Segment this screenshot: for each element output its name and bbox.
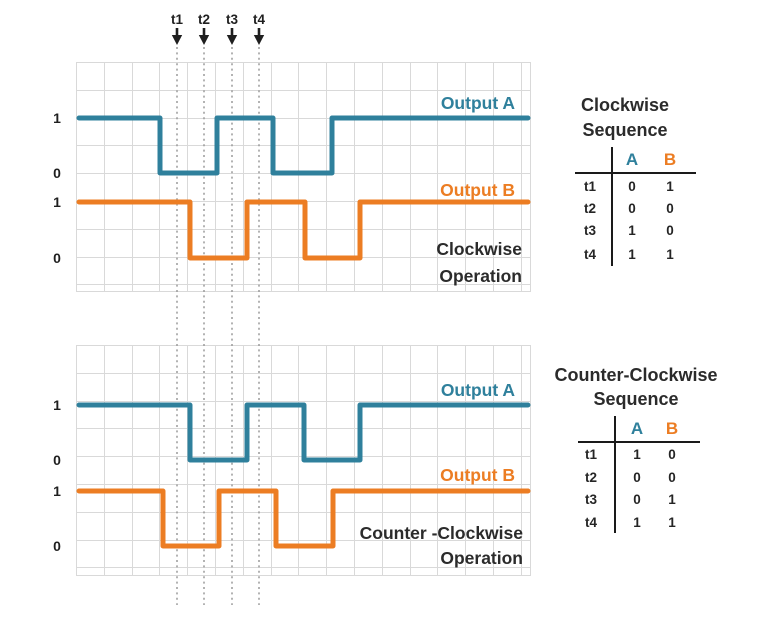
marker-label-t4: t4 bbox=[253, 12, 265, 27]
clockwise-table-header-b: B bbox=[663, 150, 677, 169]
clockwise-table-cell-t2-a: 0 bbox=[628, 201, 636, 216]
level-label-0: 0 bbox=[53, 250, 61, 266]
chart-title-counter-clockwise-line1: Counter -Clockwise bbox=[360, 523, 524, 543]
series-label-output-a-top: Output A bbox=[441, 93, 516, 113]
counter-clockwise-table-row-label-t4: t4 bbox=[584, 515, 598, 530]
marker-arrowhead-t3 bbox=[226, 35, 238, 45]
counter-clockwise-sequence-title: Counter-Clockwise Sequence bbox=[546, 363, 726, 411]
series-label-output-b-bottom: Output B bbox=[440, 465, 515, 485]
table-title-line: Clockwise bbox=[580, 95, 670, 115]
waveform-output-b-top bbox=[76, 199, 531, 261]
clockwise-table-cell-t4-b: 1 bbox=[666, 247, 674, 262]
counter-clockwise-table-cell-t3-b: 1 bbox=[668, 492, 676, 507]
counter-clockwise-table-cell-t1-a: 1 bbox=[633, 447, 641, 462]
chart-title-clockwise-line2: Operation bbox=[439, 266, 522, 286]
clockwise-table-header-a: A bbox=[625, 150, 639, 169]
table-title-line: Counter-Clockwise bbox=[554, 365, 718, 385]
waveform-output-b-bottom bbox=[76, 488, 531, 549]
clockwise-table-cell-t4-a: 1 bbox=[628, 247, 636, 262]
waveform-output-a-top bbox=[76, 115, 531, 176]
counter-clockwise-table-row-label-t2: t2 bbox=[584, 470, 598, 485]
level-label-0: 0 bbox=[53, 452, 61, 468]
clockwise-table-cell-t1-b: 1 bbox=[666, 179, 674, 194]
clockwise-sequence-title: Clockwise Sequence bbox=[545, 93, 705, 143]
clockwise-table-vertical-rule bbox=[611, 147, 613, 266]
clockwise-table-row-label-t2: t2 bbox=[583, 201, 597, 216]
clockwise-table-cell-t3-a: 1 bbox=[628, 223, 636, 238]
time-marker-layer bbox=[171, 28, 265, 605]
counter-clockwise-table-cell-t4-a: 1 bbox=[633, 515, 641, 530]
waveform-output-a-bottom bbox=[76, 402, 531, 463]
grid-border bbox=[76, 345, 531, 576]
series-label-output-a-bottom: Output A bbox=[441, 380, 516, 400]
level-label-1: 1 bbox=[53, 397, 61, 413]
clockwise-table-cell-t1-a: 0 bbox=[628, 179, 636, 194]
marker-label-t2: t2 bbox=[198, 12, 210, 27]
counter-clockwise-table-header-b: B bbox=[665, 419, 679, 438]
grid-border bbox=[76, 62, 531, 292]
clockwise-table-row-label-t3: t3 bbox=[583, 223, 597, 238]
chart-title-counter-clockwise-line2: Operation bbox=[440, 548, 523, 568]
clockwise-table-row-label-t4: t4 bbox=[583, 247, 597, 262]
counter-clockwise-table-cell-t2-a: 0 bbox=[633, 470, 641, 485]
counter-clockwise-table-cell-t4-b: 1 bbox=[668, 515, 676, 530]
counter-clockwise-table-cell-t2-b: 0 bbox=[668, 470, 676, 485]
clockwise-table-cell-t2-b: 0 bbox=[666, 201, 674, 216]
level-label-1: 1 bbox=[53, 194, 61, 210]
clockwise-table-horizontal-rule bbox=[575, 172, 696, 174]
counter-clockwise-table-vertical-rule bbox=[614, 416, 616, 533]
clockwise-table-cell-t3-b: 0 bbox=[666, 223, 674, 238]
waveform-layer bbox=[76, 115, 531, 549]
clockwise-table-row-label-t1: t1 bbox=[583, 179, 597, 194]
level-label-layer: 1 0 1 0 1 0 1 0 bbox=[53, 110, 61, 554]
counter-clockwise-table-cell-t3-a: 0 bbox=[633, 492, 641, 507]
table-title-line: Sequence bbox=[582, 120, 668, 140]
series-label-output-b-top: Output B bbox=[440, 180, 515, 200]
marker-arrowhead-t4 bbox=[253, 35, 265, 45]
marker-label-t1: t1 bbox=[171, 12, 183, 27]
level-label-0: 0 bbox=[53, 538, 61, 554]
level-label-1: 1 bbox=[53, 483, 61, 499]
counter-clockwise-table-header-a: A bbox=[630, 419, 644, 438]
counter-clockwise-table-row-label-t3: t3 bbox=[584, 492, 598, 507]
marker-label-t3: t3 bbox=[226, 12, 238, 27]
counter-clockwise-table-horizontal-rule bbox=[578, 441, 700, 443]
level-label-1: 1 bbox=[53, 110, 61, 126]
level-label-0: 0 bbox=[53, 165, 61, 181]
table-title-line: Sequence bbox=[593, 389, 679, 409]
chart-title-clockwise-line1: Clockwise bbox=[436, 239, 522, 259]
marker-arrowhead-t1 bbox=[171, 35, 183, 45]
marker-arrowhead-t2 bbox=[198, 35, 210, 45]
counter-clockwise-table-cell-t1-b: 0 bbox=[668, 447, 676, 462]
counter-clockwise-table-row-label-t1: t1 bbox=[584, 447, 598, 462]
